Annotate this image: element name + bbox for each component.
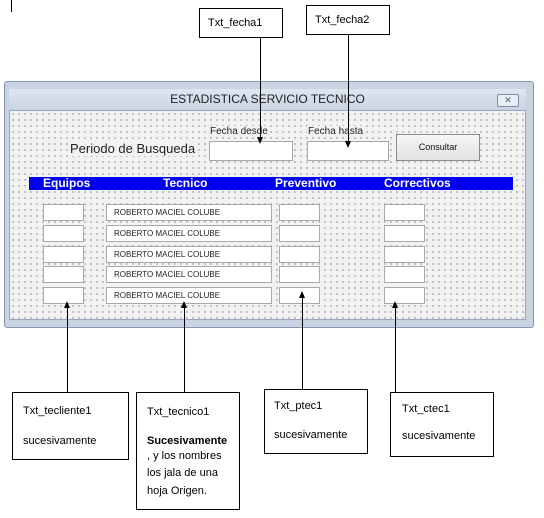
txt-tecnico-input[interactable]: ROBERTO MACIEL COLUBE — [106, 246, 272, 263]
annotation-note: sucesivamente — [23, 435, 97, 447]
annotation-name: Txt_ptec1 — [274, 400, 323, 412]
arrow-up-icon — [181, 301, 187, 308]
txt-tecnico-input[interactable]: ROBERTO MACIEL COLUBE — [106, 204, 272, 221]
annotation-txt-fecha1: Txt_fecha1 — [199, 8, 283, 38]
header-preventivo: Preventivo — [275, 176, 337, 190]
txt-ptec-input[interactable] — [279, 266, 320, 283]
txt-fecha1-input[interactable] — [209, 141, 293, 161]
txt-ptec-input[interactable] — [279, 246, 320, 263]
txt-ctec-input[interactable] — [384, 246, 425, 263]
window-title: ESTADISTICA SERVICIO TECNICO — [170, 92, 365, 106]
fecha-hasta-label: Fecha hasta — [307, 126, 365, 137]
annotation-txt-ptec1: Txt_ptec1 sucesivamente — [264, 389, 368, 454]
annotation-note: sucesivamente — [402, 430, 476, 442]
annotation-txt-fecha2: Txt_fecha2 — [306, 5, 390, 35]
txt-ctec-input[interactable] — [384, 287, 425, 304]
annotation-line — [184, 307, 185, 392]
arrow-up-icon — [64, 301, 70, 308]
txt-ctec-input[interactable] — [384, 225, 425, 242]
annotation-txt-tecnico1: Txt_tecnico1 Sucesivamente , y los nombr… — [136, 392, 240, 510]
txt-tecnico-input[interactable]: ROBERTO MACIEL COLUBE — [106, 287, 272, 304]
annotation-txt-ctec1: Txt_ctec1 sucesivamente — [390, 392, 494, 457]
consultar-button[interactable]: Consultar — [396, 134, 480, 161]
header-tecnico: Tecnico — [163, 176, 208, 190]
annotation-line — [67, 307, 68, 392]
annotation-name: Txt_ctec1 — [402, 403, 450, 415]
annotation-txt-tecliente1: Txt_tecliente1 sucesivamente — [12, 392, 129, 460]
table-header-bar: Equipos Tecnico Preventivo Correctivos — [29, 177, 513, 190]
fecha-desde-label: Fecha desde — [209, 126, 269, 137]
annotation-name: Txt_tecliente1 — [23, 405, 92, 417]
annotation-note-line: , y los nombres — [147, 450, 222, 462]
annotation-line — [260, 38, 261, 138]
txt-tecnico-input[interactable]: ROBERTO MACIEL COLUBE — [106, 225, 272, 242]
txt-tecliente-input[interactable] — [43, 204, 84, 221]
annotation-note: sucesivamente — [274, 429, 348, 441]
annotation-note-line: los jala de una — [147, 467, 218, 479]
annotation-line — [348, 35, 349, 142]
annotation-note-line: hoja Origen. — [147, 485, 207, 497]
txt-ptec-input[interactable] — [279, 225, 320, 242]
arrow-up-icon — [299, 291, 305, 298]
txt-tecliente-input[interactable] — [43, 287, 84, 304]
txt-tecliente-input[interactable] — [43, 266, 84, 283]
annotation-note-bold: Sucesivamente — [147, 435, 228, 447]
arrow-up-icon — [392, 301, 398, 308]
header-correctivos: Correctivos — [384, 176, 451, 190]
txt-ptec-input[interactable] — [279, 204, 320, 221]
close-button[interactable]: ✕ — [497, 94, 519, 107]
txt-tecliente-input[interactable] — [43, 246, 84, 263]
annotation-line — [302, 297, 303, 389]
title-bar: ESTADISTICA SERVICIO TECNICO — [9, 89, 526, 110]
txt-ctec-input[interactable] — [384, 204, 425, 221]
arrow-down-icon — [257, 137, 263, 144]
txt-tecliente-input[interactable] — [43, 225, 84, 242]
txt-ctec-input[interactable] — [384, 266, 425, 283]
annotation-line — [395, 307, 396, 392]
annotation-name: Txt_tecnico1 — [147, 406, 210, 418]
cursor-mark — [11, 0, 12, 12]
periodo-label: Periodo de Busqueda — [68, 141, 198, 156]
arrow-down-icon — [345, 141, 351, 148]
txt-tecnico-input[interactable]: ROBERTO MACIEL COLUBE — [106, 266, 272, 283]
header-equipos: Equipos — [43, 176, 91, 190]
